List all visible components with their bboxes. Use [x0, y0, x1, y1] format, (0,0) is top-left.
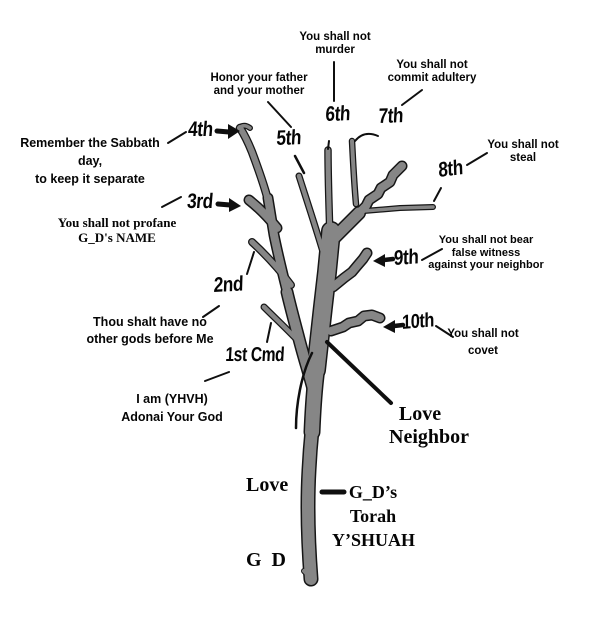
ordinal-10th: 10th	[401, 309, 434, 335]
text-line: Adonai Your God	[121, 410, 223, 424]
arrow-right-icon	[214, 124, 240, 139]
ordinal-1st: 1st Cmd	[224, 344, 285, 366]
commandment-1-annotation: I am (YHVH) Adonai Your God	[100, 390, 244, 426]
commandment-4-annotation: Remember the Sabbath day, to keep it sep…	[8, 134, 172, 188]
connector-profane	[161, 196, 182, 208]
text-line: false witness	[451, 246, 521, 259]
connector-iam	[204, 371, 230, 382]
commandment-5-annotation: Honor your father and your mother	[207, 72, 311, 98]
text-line: G_D’s	[348, 482, 398, 502]
connector-love-god	[294, 351, 314, 430]
connector-2nd	[246, 251, 255, 275]
arrow-left-icon	[383, 320, 406, 333]
connector-lines	[161, 61, 488, 495]
ordinal-6th: 6th	[324, 102, 351, 127]
connector-thou	[202, 305, 220, 318]
connector-9th	[421, 248, 443, 261]
pointer-arrows	[214, 124, 406, 333]
connector-love-neighbor	[325, 340, 393, 405]
text-line: Remember the Sabbath day,	[20, 136, 160, 168]
text-line: murder	[315, 44, 355, 56]
connector-5th	[293, 154, 306, 175]
text-line: You shall not profane	[57, 215, 177, 230]
text-line: Y’SHUAH	[332, 530, 416, 550]
text-line: G D	[246, 549, 286, 571]
text-line: commit adultery	[387, 72, 477, 84]
text-line: Neighbor	[389, 426, 469, 448]
arrow-left-icon	[373, 254, 396, 267]
commandment-10-annotation: You shall not covet	[443, 326, 523, 360]
connector-honor	[267, 101, 292, 128]
love-neighbor-label: Love Neighbor	[389, 403, 469, 449]
ordinal-7th: 7th	[377, 104, 404, 129]
torah-label: G_D’s Torah Y’SHUAH	[332, 480, 416, 552]
ordinal-3rd: 3rd	[186, 190, 214, 213]
love-god-label: Love G D	[246, 423, 288, 623]
ordinal-5th: 5th	[275, 126, 302, 151]
ordinal-2nd: 2nd	[213, 272, 244, 298]
commandment-9-annotation: You shall not bear false witness against…	[424, 234, 548, 272]
connector-adultery	[401, 89, 423, 106]
ordinal-9th: 9th	[393, 245, 419, 271]
text-line: Honor your father	[210, 72, 308, 84]
ordinal-4th: 4th	[187, 118, 214, 141]
commandment-7-annotation: You shall not commit adultery	[377, 59, 487, 85]
connector-8th	[433, 187, 442, 202]
commandment-6-annotation: You shall not murder	[295, 31, 375, 57]
text-line: I am (YHVH)	[136, 392, 208, 406]
text-line: covet	[467, 345, 499, 357]
text-line: You shall not	[447, 328, 519, 340]
text-line: to keep it separate	[35, 172, 145, 186]
text-line: steal	[509, 152, 537, 164]
branch-tip-6th	[327, 140, 330, 150]
text-line: Torah	[349, 506, 397, 526]
text-line: Love	[398, 403, 442, 425]
text-line: against your neighbor	[428, 259, 544, 271]
text-line: You shall not	[487, 139, 559, 151]
connector-sabbath	[167, 131, 187, 144]
text-line: You shall not	[396, 59, 468, 71]
ordinal-8th: 8th	[437, 155, 464, 183]
connector-steal	[466, 152, 488, 166]
text-line: You shall not	[299, 31, 371, 43]
connector-1st	[266, 322, 272, 343]
commandment-8-annotation: You shall not steal	[483, 139, 563, 165]
twig-arc	[354, 132, 379, 142]
text-line: Love	[246, 474, 289, 496]
text-line: other gods before Me	[86, 332, 214, 346]
connector-covet	[435, 325, 454, 338]
commandment-2-annotation: Thou shalt have no other gods before Me	[78, 314, 222, 348]
commandment-3-annotation: You shall not profane G_D's NAME	[55, 215, 179, 245]
text-line: G_D's NAME	[78, 230, 156, 245]
arrow-right-icon	[215, 198, 241, 212]
text-line: and your mother	[213, 85, 305, 97]
text-line: You shall not bear	[438, 234, 534, 246]
text-line: Thou shalt have no	[93, 315, 207, 329]
